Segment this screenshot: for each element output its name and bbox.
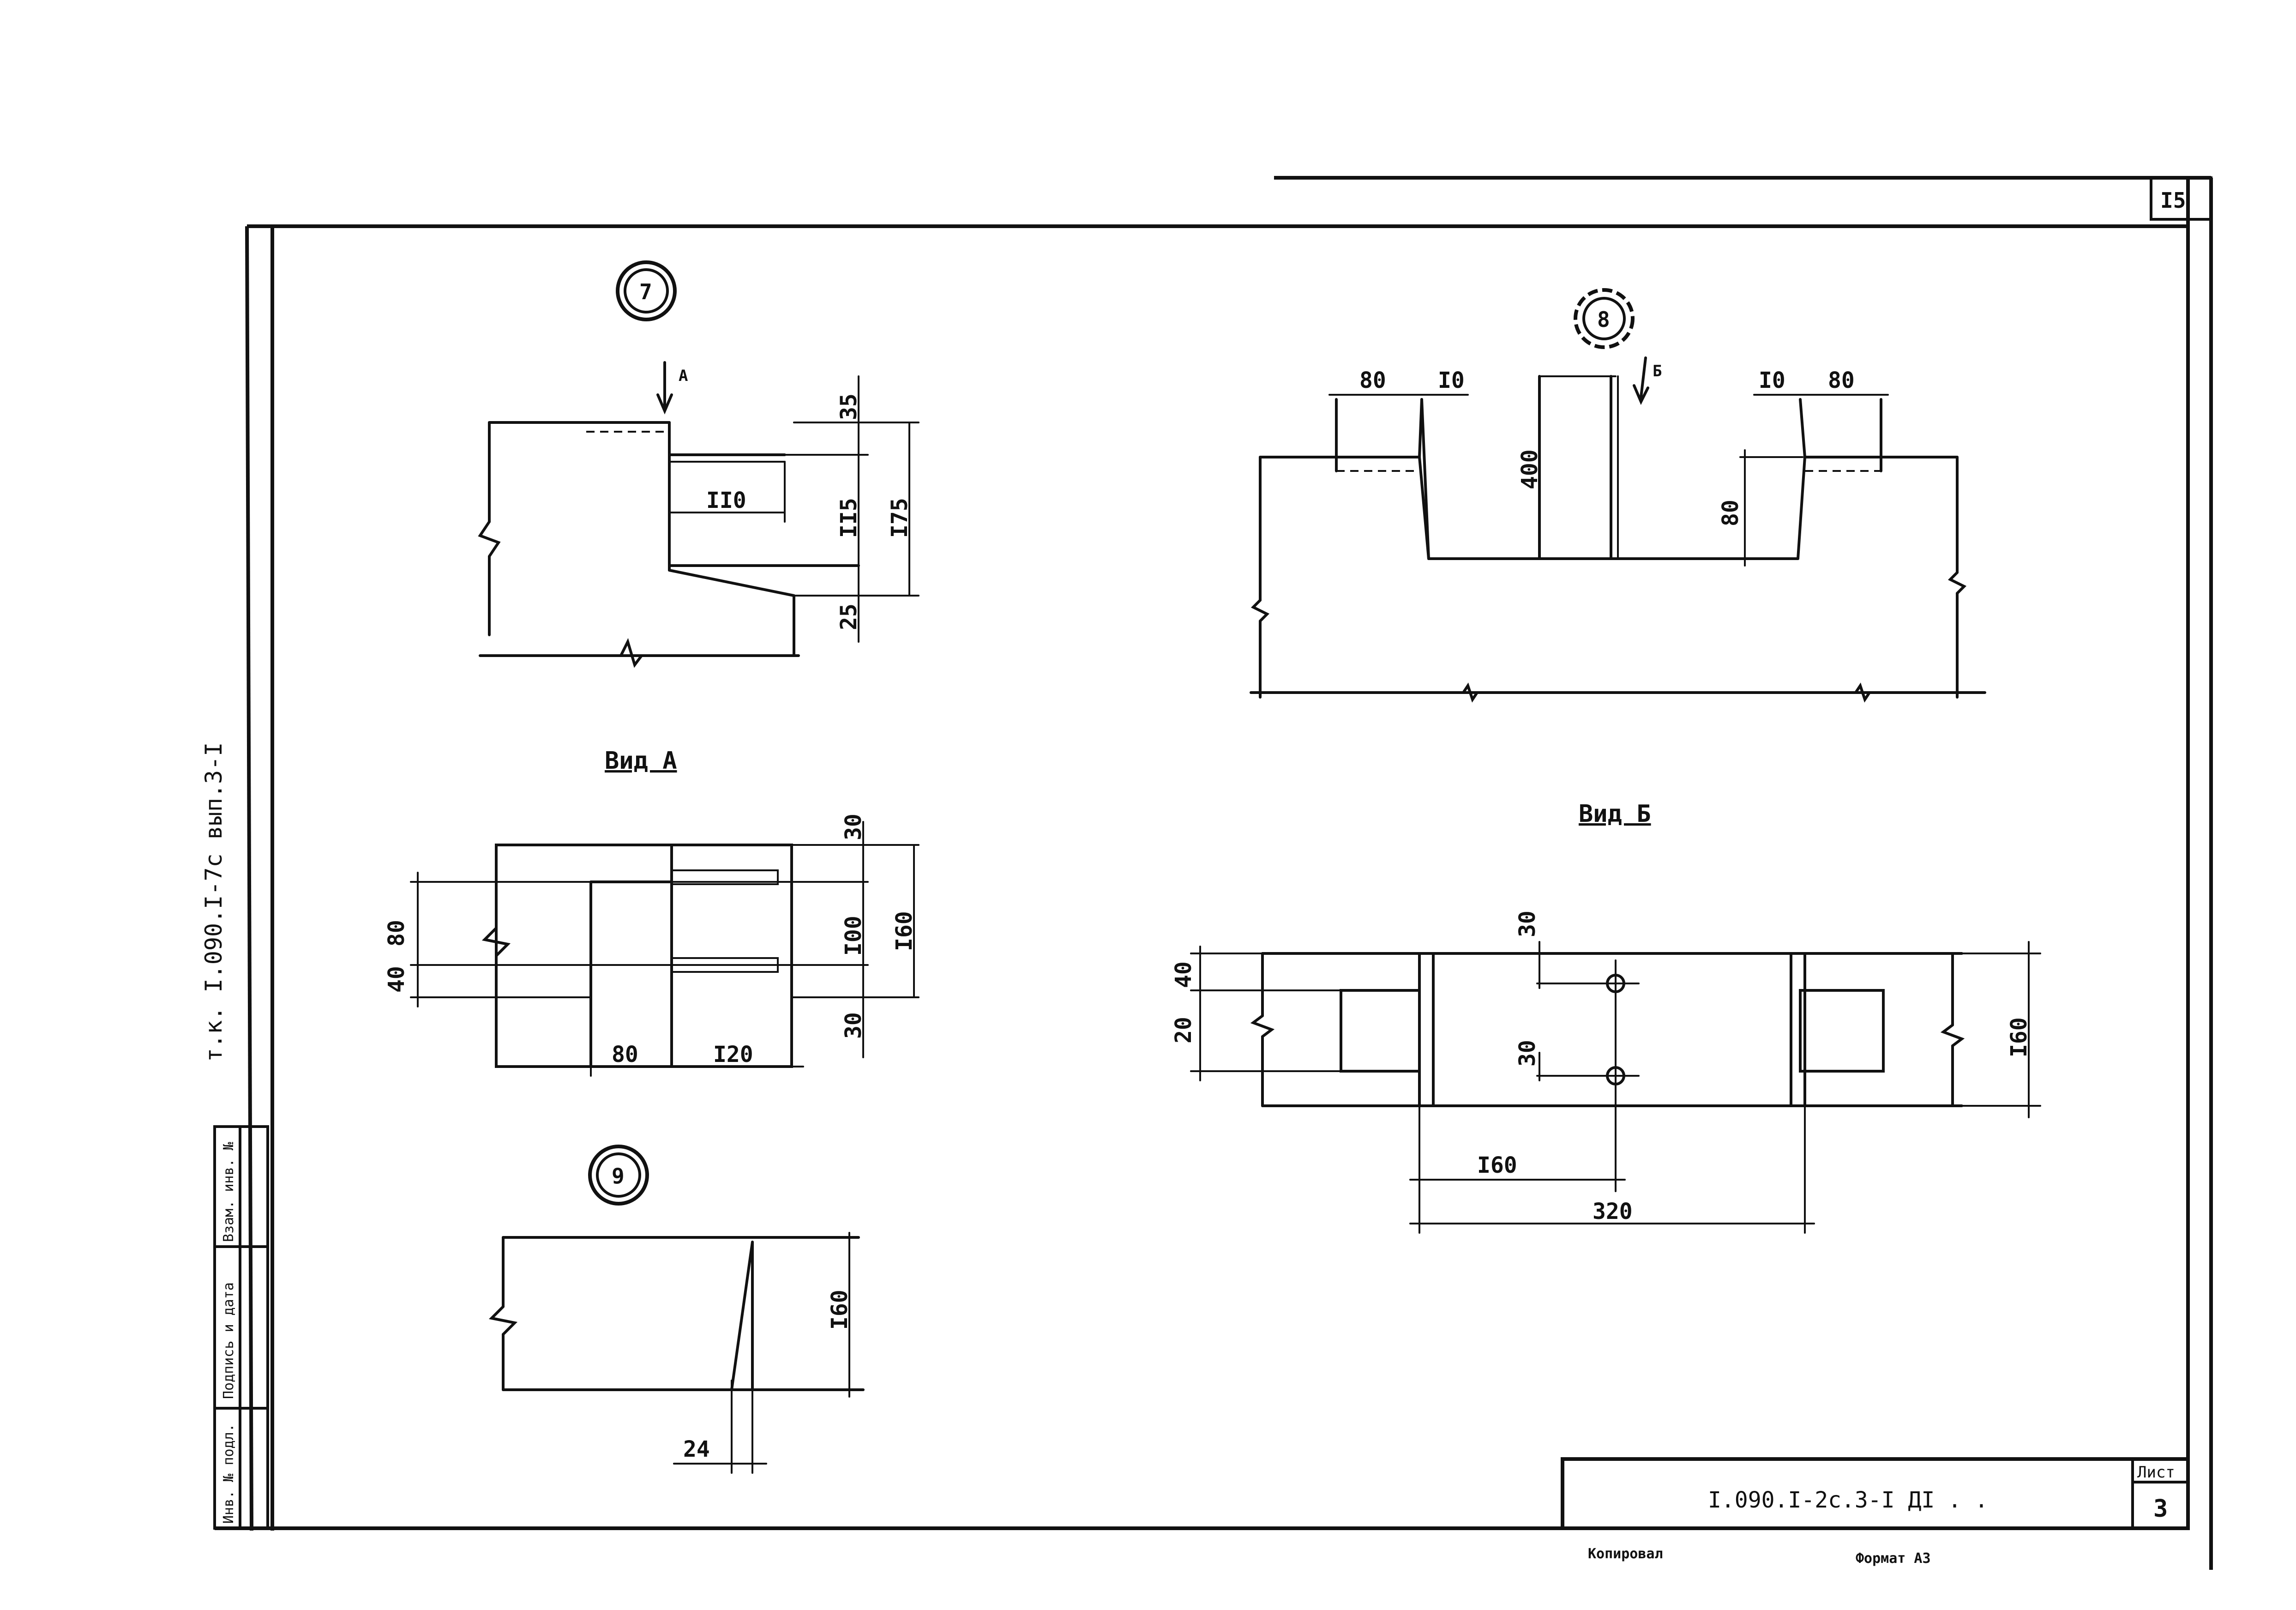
detail-7-marker [616,260,677,321]
view-a-dim-160: I60 [891,911,917,951]
detail-8-dim-400: 400 [1517,449,1543,489]
view-b-dim-160-bottom: I60 [1477,1152,1517,1178]
stamp-signature-date: Подпись и дата [221,1282,237,1399]
detail-8-drawing [1250,356,1986,703]
detail-8-dim-10-left: I0 [1438,368,1465,393]
detail-9-dim-160: I60 [827,1290,853,1330]
detail-9-drawing [488,1232,865,1474]
detail-8-marker [1574,288,1635,349]
view-b-title: Вид Б [1579,800,1651,828]
view-a-dim-30-top: 30 [841,814,866,840]
detail-7-arrow-label: А [679,367,688,385]
view-a-dim-80-bottom: 80 [612,1042,638,1067]
detail-7-dim-35: 35 [836,393,862,420]
view-b-dim-40: 40 [1171,961,1196,988]
detail-9-marker [588,1145,649,1206]
detail-8-arrow-label: Б [1653,362,1662,380]
title-sheet-label: Лист [2137,1463,2175,1482]
view-a-dim-80: 80 [384,920,409,947]
view-a-dim-100: I00 [841,916,866,956]
stamp-replaced-inv: Взам. инв. № [221,1142,237,1242]
detail-7-dim-25: 25 [836,603,862,630]
view-b-drawing [1190,941,2041,1234]
view-b-dim-30-bottom: 30 [1515,1040,1540,1067]
detail-8-dim-80-right: 80 [1828,368,1855,393]
detail-7-dim-115: II5 [836,498,862,538]
title-document-code: I.090.I-2с.3-I ДI . . [1708,1487,1988,1513]
title-sheet-number: 3 [2153,1495,2168,1523]
view-b-dim-160-right: I60 [2006,1017,2032,1057]
view-b-dim-20: 20 [1171,1017,1196,1043]
left-stamp [213,1125,269,1530]
detail-9-number: 9 [612,1164,625,1188]
detail-7-number: 7 [639,279,652,304]
view-b-dim-320: 320 [1593,1199,1633,1224]
detail-8-number: 8 [1597,307,1610,332]
stamp-original-inv: Инв. № подл. [221,1423,237,1524]
view-a-drawing [410,821,920,1077]
detail-8-dim-10-right: I0 [1759,368,1785,393]
corner-sheet-number: I5 [2160,188,2186,213]
detail-7-dim-110: II0 [706,488,746,513]
sheet-frame [215,176,2213,1570]
detail-7-dim-175: I75 [887,498,913,538]
footer-format: Формат А3 [1856,1550,1931,1567]
detail-8-dim-80-vertical: 80 [1718,500,1743,526]
title-block [1561,1457,2190,1530]
detail-8-dim-80-left: 80 [1359,368,1386,393]
detail-7-drawing [478,361,920,668]
view-a-dim-30-bottom: 30 [841,1012,866,1039]
view-a-title: Вид А [605,747,677,775]
view-a-dim-120: I20 [713,1042,753,1067]
side-document-code: т.к. I.090.I-7с вып.3-I [200,742,227,1062]
detail-9-dim-24: 24 [683,1436,710,1462]
view-a-dim-40: 40 [384,966,409,993]
footer-copied: Копировал [1588,1546,1663,1562]
view-b-dim-30-top: 30 [1515,911,1540,937]
